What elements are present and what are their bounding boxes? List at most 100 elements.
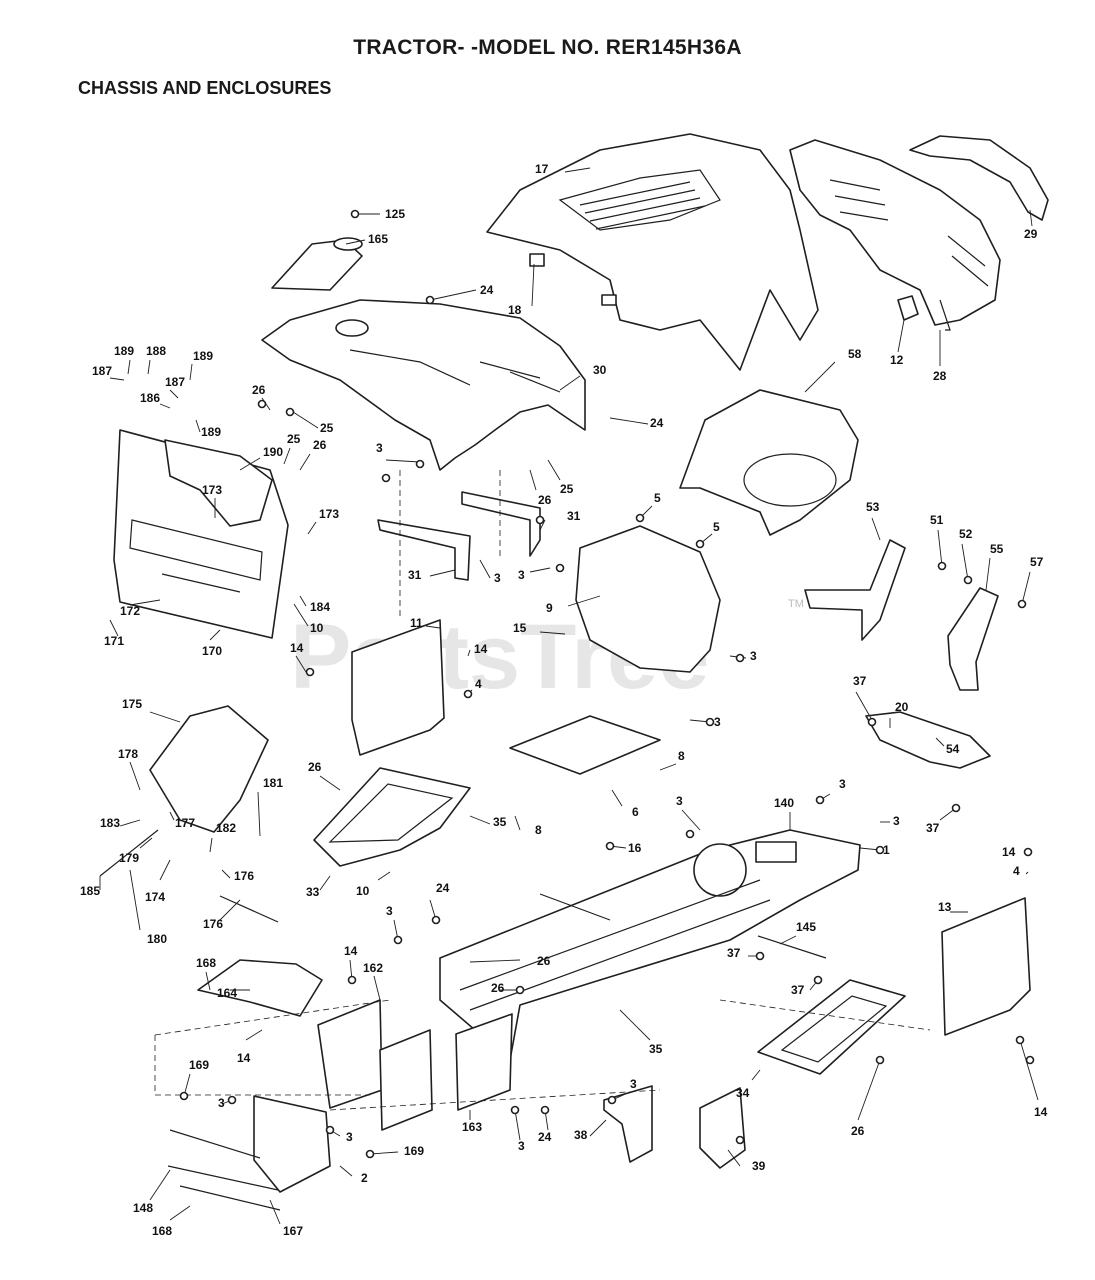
callout-167: 167 — [283, 1224, 303, 1238]
callout-leader-37a — [855, 691, 873, 721]
callout-leader-31b — [429, 569, 456, 577]
rear-panel-13-part — [941, 897, 1031, 1036]
callout-leader-39 — [727, 1149, 741, 1167]
callout-leader-11 — [425, 625, 441, 629]
callout-leader-55 — [985, 557, 991, 591]
callout-10a: 10 — [310, 621, 324, 635]
callout-29: 29 — [1024, 227, 1038, 241]
callout-163: 163 — [462, 1120, 482, 1134]
callout-3l: 3 — [518, 1139, 525, 1153]
callout-17: 17 — [535, 162, 549, 176]
callout-leader-189c — [195, 419, 201, 433]
bracket-39-part — [699, 1087, 746, 1169]
bolt-part — [605, 841, 615, 851]
callout-176b: 176 — [203, 917, 223, 931]
bolt-part — [381, 473, 391, 483]
callout-189b: 189 — [193, 349, 213, 363]
callout-26g: 26 — [851, 1124, 865, 1138]
callout-leader-162 — [373, 975, 381, 1001]
callout-8b: 8 — [535, 823, 542, 837]
bolt-part — [735, 653, 745, 663]
callout-leader-25c — [547, 459, 561, 481]
bolt-part — [350, 209, 360, 219]
callout-183: 183 — [100, 816, 120, 830]
axle-bracket-part — [253, 1095, 331, 1193]
callout-145: 145 — [796, 920, 816, 934]
callout-173b: 173 — [319, 507, 339, 521]
callout-leader-3b — [479, 559, 491, 579]
callout-leader-6 — [611, 789, 623, 807]
callout-182: 182 — [216, 821, 236, 835]
callout-37b: 37 — [926, 821, 940, 835]
callout-leader-3f — [681, 809, 701, 831]
callout-14a: 14 — [474, 642, 488, 656]
bracket-20-part — [865, 711, 991, 769]
watermark-tm: TM — [788, 598, 804, 610]
callout-54: 54 — [946, 742, 960, 756]
callout-180: 180 — [147, 932, 167, 946]
callout-leader-14f — [1019, 1039, 1039, 1101]
callout-3b: 3 — [494, 571, 501, 585]
callout-leader-148 — [149, 1169, 171, 1201]
callout-55: 55 — [990, 542, 1004, 556]
bolt-part — [510, 1105, 520, 1115]
bolt-part — [365, 1149, 375, 1159]
bolt-part — [1015, 1035, 1025, 1045]
callout-3e: 3 — [714, 715, 721, 729]
callout-37d: 37 — [791, 983, 805, 997]
callout-leader-31a — [539, 519, 546, 531]
callout-leader-173b — [307, 521, 317, 535]
seat-pan-part — [679, 389, 859, 536]
callout-3d: 3 — [750, 649, 757, 663]
callout-15: 15 — [513, 621, 527, 635]
callout-leader-190 — [239, 457, 261, 471]
callout-52: 52 — [959, 527, 973, 541]
callout-35b: 35 — [649, 1042, 663, 1056]
callout-leader-165 — [345, 239, 366, 245]
callout-37a: 37 — [853, 674, 867, 688]
callout-162: 162 — [363, 961, 383, 975]
callout-181: 181 — [263, 776, 283, 790]
callout-leader-176b — [219, 899, 241, 921]
callout-leader-178 — [129, 761, 141, 791]
callout-18: 18 — [508, 303, 522, 317]
callout-140: 140 — [774, 796, 794, 810]
callout-35a: 35 — [493, 815, 507, 829]
callout-leader-58 — [804, 361, 836, 393]
callout-4a: 4 — [475, 677, 482, 691]
bolt-part — [951, 803, 961, 813]
callout-leader-30 — [559, 375, 581, 391]
callout-13: 13 — [938, 900, 952, 914]
callout-leader-2 — [339, 1165, 353, 1177]
callout-186: 186 — [140, 391, 160, 405]
callout-172: 172 — [120, 604, 140, 618]
callout-leader-145 — [779, 935, 797, 945]
grille-part — [789, 139, 1001, 331]
callout-leader-179 — [139, 837, 153, 849]
footrest-34-part — [757, 979, 906, 1075]
bolt-part — [425, 295, 435, 305]
callout-173a: 173 — [202, 483, 222, 497]
callout-189a: 189 — [114, 344, 134, 358]
callout-25c: 25 — [560, 482, 574, 496]
shield-175-part — [149, 705, 269, 833]
callout-leader-14b — [295, 655, 307, 673]
bolt-part — [635, 513, 645, 523]
callout-leader-174 — [159, 859, 171, 881]
callout-26c: 26 — [538, 493, 552, 507]
callout-leader-24a — [429, 289, 477, 301]
callout-3m: 3 — [630, 1077, 637, 1091]
bolt-part — [179, 1091, 189, 1101]
callout-leader-189a — [127, 359, 131, 375]
callout-leader-189b — [189, 363, 193, 381]
bolt-part — [695, 539, 705, 549]
bumper-nut-part — [897, 295, 919, 321]
callout-28: 28 — [933, 369, 947, 383]
callout-39: 39 — [752, 1159, 766, 1173]
callout-leader-171 — [109, 619, 119, 637]
callout-25b: 25 — [287, 432, 301, 446]
callout-4b: 4 — [1013, 864, 1020, 878]
callout-165: 165 — [368, 232, 388, 246]
callout-148: 148 — [133, 1201, 153, 1215]
